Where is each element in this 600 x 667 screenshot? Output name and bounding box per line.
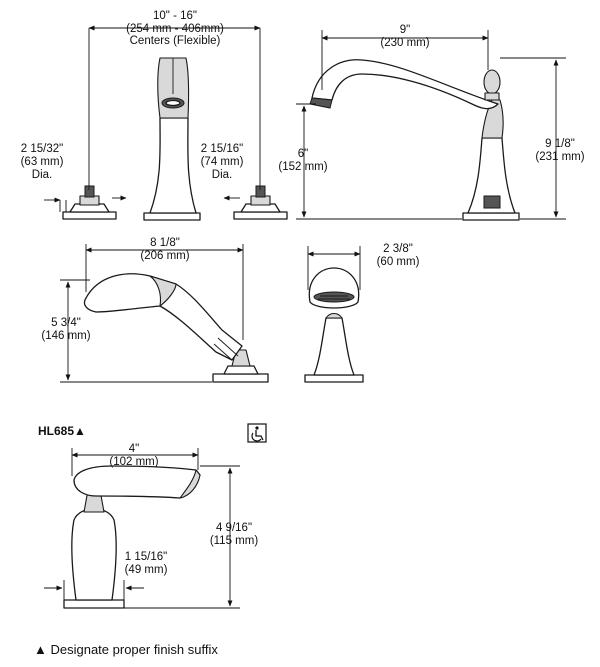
finish-suffix-footnote: ▲ Designate proper finish suffix — [34, 642, 218, 657]
right-dia-line3: Dia. — [212, 169, 232, 181]
left-dia-line2: (63 mm) — [21, 156, 64, 168]
right-valve — [233, 185, 288, 220]
handshower-length-line1: 8 1/8" — [150, 237, 180, 249]
left-dia-line3: Dia. — [32, 169, 52, 181]
handshower-view: 8 1/8" (206 mm) 5 3/4" (146 mm) — [41, 237, 269, 383]
spout-height-line1: 6" — [298, 148, 308, 160]
handshower-length-line2: (206 mm) — [140, 250, 189, 262]
wheelchair-accessible-icon — [247, 423, 267, 443]
handle-base-line2: (49 mm) — [125, 564, 168, 576]
centers-dim-line1: 10" - 16" — [153, 10, 197, 22]
left-valve — [62, 185, 117, 220]
handle-width-line2: (102 mm) — [109, 456, 158, 468]
reach-dim-line1: 9" — [400, 24, 410, 36]
spout-side-view: 9" (230 mm) 6" (152 mm) 9 1/8" (231 mm) — [278, 24, 585, 221]
overall-height-line1: 9 1/8" — [545, 138, 575, 150]
handle-width-line1: 4" — [129, 443, 139, 455]
handshower-height-line2: (146 mm) — [41, 330, 90, 342]
spout-front-view: 10" - 16" (254 mm - 406mm) Centers (Flex… — [21, 10, 288, 221]
handshower-height-line1: 5 3/4" — [51, 317, 81, 329]
centers-dim-line2: (254 mm - 406mm) — [126, 23, 224, 35]
handle-height-line1: 4 9/16" — [216, 522, 252, 534]
handle-view: HL685▲ 4" (102 mm) 4 9/16" (115 mm) 1 15… — [38, 423, 267, 609]
spout-column — [143, 57, 201, 221]
handle-base-line1: 1 15/16" — [125, 551, 167, 563]
overall-height-line2: (231 mm) — [535, 151, 584, 163]
holder-width-line1: 2 3/8" — [383, 243, 413, 255]
left-dia-line1: 2 15/32" — [21, 143, 63, 155]
right-dia-line2: (74 mm) — [201, 156, 244, 168]
right-dia-line1: 2 15/16" — [201, 143, 243, 155]
handshower-holder-view: 2 3/8" (60 mm) — [304, 243, 420, 383]
handle-model-label: HL685▲ — [38, 424, 86, 438]
handle-height-line2: (115 mm) — [210, 535, 259, 547]
centers-dim-line3: Centers (Flexible) — [130, 35, 221, 47]
reach-dim-line2: (230 mm) — [380, 37, 429, 49]
spout-height-line2: (152 mm) — [278, 161, 327, 173]
holder-width-line2: (60 mm) — [377, 256, 420, 268]
